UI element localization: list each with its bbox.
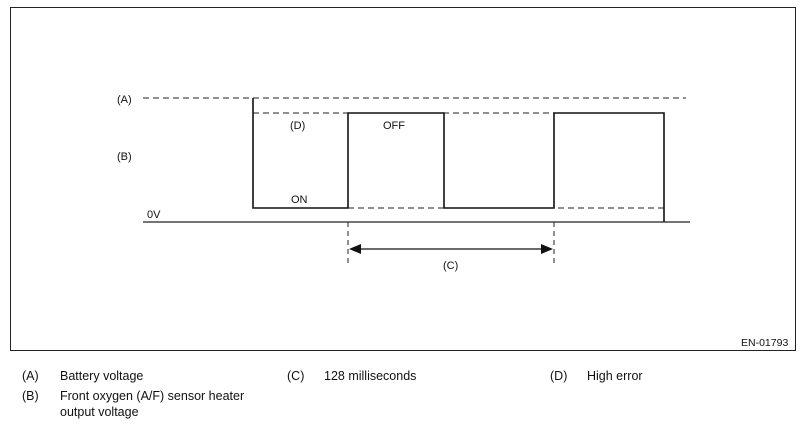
- label-0v: 0V: [147, 209, 161, 221]
- legend-b-key: (B): [22, 389, 39, 403]
- legend-b: (B) Front oxygen (A/F) sensor heater out…: [22, 388, 282, 422]
- heater-output-waveform: [252, 98, 665, 222]
- figure-code: EN-01793: [741, 337, 788, 349]
- period-arrow-right-head: [541, 244, 553, 254]
- period-arrow-left-head: [349, 244, 361, 254]
- label-b: (B): [117, 151, 132, 163]
- label-a: (A): [117, 94, 132, 106]
- label-off: OFF: [383, 120, 405, 132]
- legend-d-key: (D): [550, 369, 568, 383]
- label-on: ON: [291, 194, 308, 206]
- legend-b-text: Front oxygen (A/F) sensor heater output …: [60, 389, 245, 419]
- legend-a-key: (A): [22, 369, 39, 383]
- waveform-diagram: (A) (B) (D) OFF ON 0V (C) EN-01793: [117, 94, 788, 349]
- legend-c-text: 128 milliseconds: [324, 369, 417, 383]
- legend-a: (A) Battery voltage: [22, 368, 262, 384]
- label-d: (D): [290, 120, 305, 132]
- label-c: (C): [443, 260, 458, 272]
- legend-c-key: (C): [287, 369, 305, 383]
- legend-a-text: Battery voltage: [60, 369, 144, 383]
- legend-d: (D) High error: [550, 368, 750, 384]
- figure-frame: [10, 7, 796, 351]
- legend-d-text: High error: [587, 369, 643, 383]
- legend-c: (C) 128 milliseconds: [287, 368, 507, 384]
